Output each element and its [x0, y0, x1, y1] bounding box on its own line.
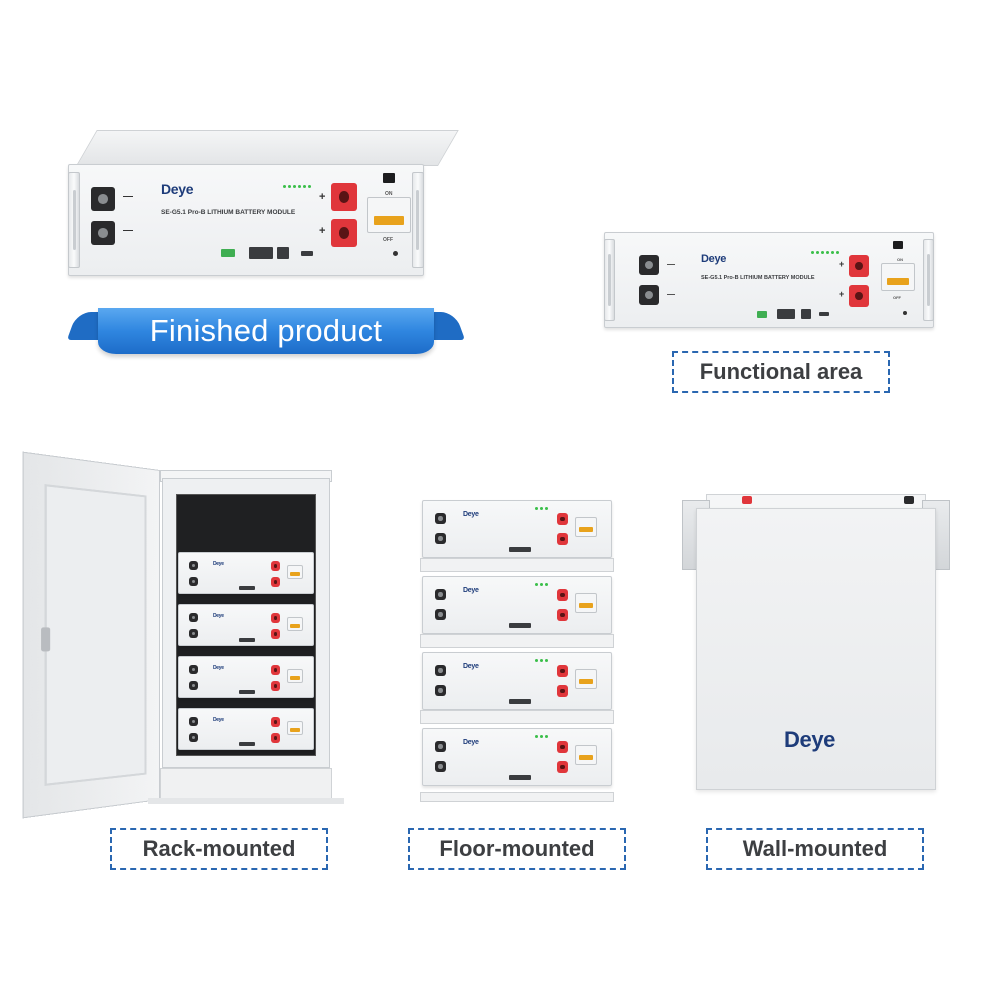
floor-module-3: Deye [422, 652, 612, 710]
terminal-cap-black [904, 496, 914, 504]
positive-terminal-top [331, 183, 357, 211]
module-model-label: SE-G5.1 Pro-B LITHIUM BATTERY MODULE [161, 209, 296, 216]
power-switch [383, 173, 395, 183]
wall-mounted-label: Wall-mounted [742, 836, 888, 861]
deye-logo: Deye [701, 253, 727, 265]
deye-logo: Deye [161, 181, 194, 197]
module-model-label: SE-G5.1 Pro-B LITHIUM BATTERY MODULE [701, 275, 815, 281]
finished-product-banner: Finished product [66, 308, 466, 358]
plus-sign: + [839, 259, 845, 269]
wall-mounted-label-box: Wall-mounted [706, 828, 924, 870]
rack-mounted-label: Rack-mounted [142, 836, 296, 861]
circuit-breaker [881, 263, 915, 291]
ribbon-body: Finished product [98, 308, 434, 354]
floor-module-4: Deye [422, 728, 612, 786]
rack-module-1: Deye [178, 552, 314, 594]
floor-module-2: Deye [422, 576, 612, 634]
usb-port [301, 251, 313, 256]
cabinet-base [160, 768, 332, 802]
deye-logo: Deye [213, 665, 224, 671]
plus-sign: + [319, 225, 326, 237]
deye-logo: Deye [463, 587, 479, 594]
usb-port [819, 312, 829, 316]
dry-contact-port [757, 311, 767, 318]
minus-sign: — [667, 290, 675, 299]
pcs-port [277, 247, 289, 259]
deye-logo: Deye [463, 511, 479, 518]
power-switch [893, 241, 903, 249]
deye-logo: Deye [463, 739, 479, 746]
finished-product-label: Finished product [149, 313, 383, 348]
wall-unit-body [696, 508, 936, 790]
floor-module-1: Deye [422, 500, 612, 558]
on-label: ON [897, 257, 903, 262]
functional-area-module: — — Deye SE-G5.1 Pro-B LITHIUM BATTERY M… [604, 232, 934, 328]
reset-button [903, 311, 907, 315]
can-rs485-port [777, 309, 795, 319]
negative-terminal-bottom [91, 221, 115, 245]
floor-frame-2 [420, 634, 614, 648]
minus-sign: — [123, 225, 133, 236]
minus-sign: — [667, 260, 675, 269]
plus-sign: + [839, 289, 845, 299]
reset-button [393, 251, 398, 256]
status-leds [811, 251, 839, 254]
functional-area-label-box: Functional area [672, 351, 890, 393]
floor-frame-3 [420, 710, 614, 724]
floor-base [420, 792, 614, 802]
rack-mounted-label-box: Rack-mounted [110, 828, 328, 870]
rack-module-2: Deye [178, 604, 314, 646]
positive-terminal-bottom [331, 219, 357, 247]
off-label: OFF [893, 295, 901, 300]
left-rack-ear [604, 238, 616, 322]
right-rack-ear [411, 171, 424, 269]
minus-sign: — [123, 191, 133, 202]
floor-frame-1 [420, 558, 614, 572]
deye-logo: Deye [213, 717, 224, 723]
on-label: ON [385, 191, 393, 197]
cabinet-door [22, 451, 161, 819]
left-rack-ear [68, 171, 81, 269]
status-leds [283, 185, 311, 188]
positive-terminal-bottom [849, 285, 869, 307]
pcs-port [801, 309, 811, 319]
door-handle [41, 627, 51, 652]
negative-terminal-bottom [639, 285, 659, 305]
plus-sign: + [319, 191, 326, 203]
module-top-face [76, 130, 459, 166]
cabinet-foot [148, 798, 344, 804]
functional-area-label: Functional area [699, 359, 863, 384]
finished-product-module: — — Deye SE-G5.1 Pro-B LITHIUM BATTERY M… [68, 164, 424, 276]
dry-contact-port [221, 249, 235, 257]
floor-mounted-label: Floor-mounted [439, 836, 595, 861]
positive-terminal-top [849, 255, 869, 277]
deye-logo: Deye [213, 613, 224, 619]
finished-product-image: — — Deye SE-G5.1 Pro-B LITHIUM BATTERY M… [60, 130, 459, 310]
can-rs485-port [249, 247, 273, 259]
deye-logo: Deye [213, 561, 224, 567]
circuit-breaker [367, 197, 411, 233]
rack-module-3: Deye [178, 656, 314, 698]
terminal-cap-red [742, 496, 752, 504]
deye-logo: Deye [784, 727, 835, 752]
negative-terminal-top [91, 187, 115, 211]
floor-mounted-label-box: Floor-mounted [408, 828, 626, 870]
right-rack-ear [922, 238, 934, 322]
off-label: OFF [383, 237, 393, 243]
negative-terminal-top [639, 255, 659, 275]
rack-module-4: Deye [178, 708, 314, 750]
deye-logo: Deye [463, 663, 479, 670]
